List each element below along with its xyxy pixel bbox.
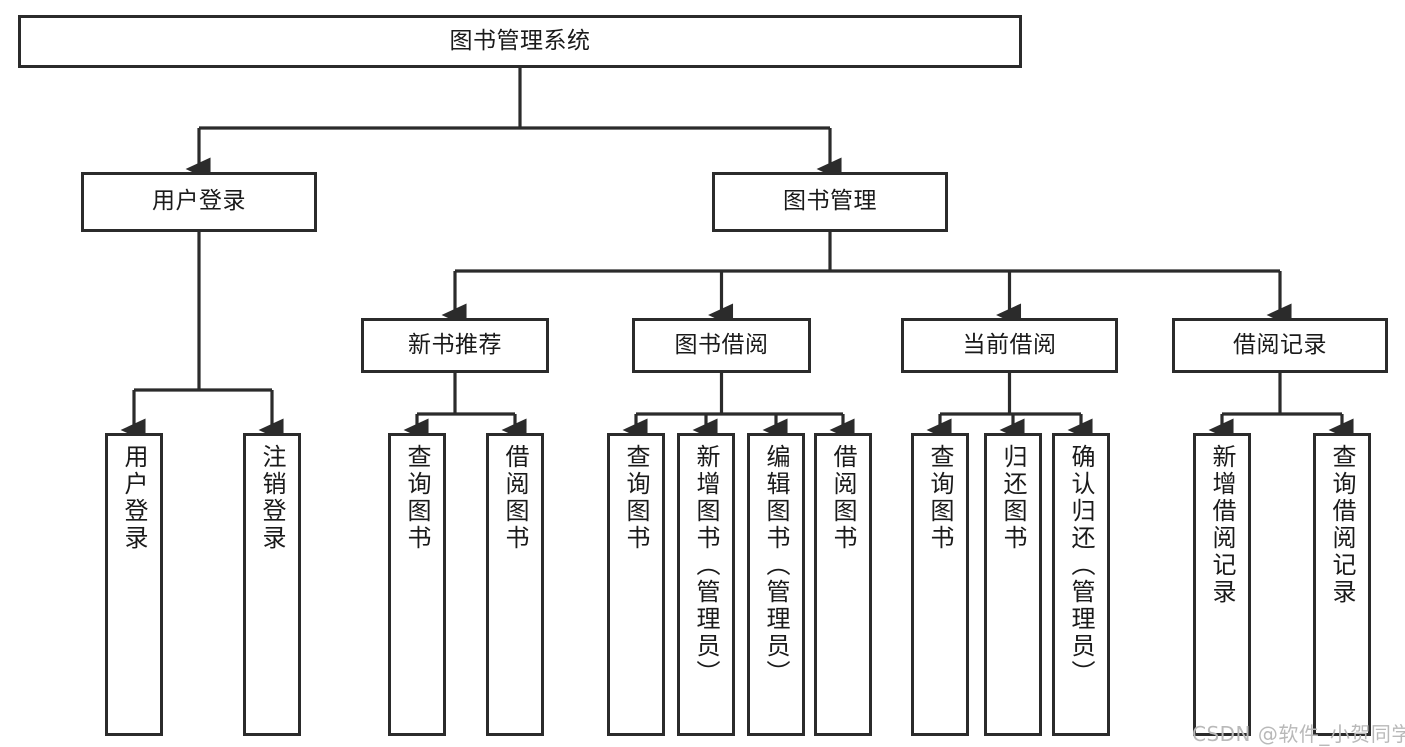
node-root[interactable]: 图书管理系统: [18, 15, 1022, 68]
node-leaf-borrow-book-1[interactable]: 借阅图书: [486, 433, 544, 736]
node-label: 借阅记录: [1233, 331, 1327, 358]
node-user-login[interactable]: 用户登录: [81, 172, 317, 232]
node-leaf-query-book-1[interactable]: 查询图书: [388, 433, 446, 736]
node-leaf-confirm-return[interactable]: 确认归还（管理员）: [1052, 433, 1110, 736]
node-label: 查询图书: [926, 444, 954, 552]
node-label: 借阅图书: [501, 444, 529, 552]
node-label: 借阅图书: [829, 444, 857, 552]
node-leaf-borrow-book-2[interactable]: 借阅图书: [814, 433, 872, 736]
node-label: 编辑图书（管理员）: [762, 444, 790, 687]
node-leaf-return-book[interactable]: 归还图书: [984, 433, 1042, 736]
watermark-text: CSDN @软件_小贺同学: [1192, 722, 1405, 746]
node-label: 查询借阅记录: [1328, 444, 1356, 606]
node-leaf-user-login[interactable]: 用户登录: [105, 433, 163, 736]
node-leaf-user-logout[interactable]: 注销登录: [243, 433, 301, 736]
node-book-borrow[interactable]: 图书借阅: [632, 318, 811, 373]
node-current-borrow[interactable]: 当前借阅: [901, 318, 1118, 373]
node-label: 新书推荐: [408, 331, 502, 358]
node-label: 注销登录: [258, 444, 286, 552]
node-label: 当前借阅: [962, 331, 1057, 358]
node-leaf-query-record[interactable]: 查询借阅记录: [1313, 433, 1371, 736]
node-label: 用户登录: [152, 188, 246, 215]
connector-paths: [120, 68, 1354, 442]
node-label: 查询图书: [622, 444, 650, 552]
node-label: 用户登录: [120, 444, 148, 552]
node-new-book-recommend[interactable]: 新书推荐: [361, 318, 549, 373]
node-leaf-add-record[interactable]: 新增借阅记录: [1193, 433, 1251, 736]
node-label: 图书管理系统: [449, 27, 591, 54]
node-label: 新增图书（管理员）: [692, 444, 720, 687]
node-label: 确认归还（管理员）: [1067, 444, 1095, 687]
node-leaf-query-book-3[interactable]: 查询图书: [911, 433, 969, 736]
node-label: 查询图书: [403, 444, 431, 552]
node-label: 图书管理: [783, 188, 877, 215]
node-leaf-edit-book[interactable]: 编辑图书（管理员）: [747, 433, 805, 736]
node-borrow-record[interactable]: 借阅记录: [1172, 318, 1388, 373]
node-label: 新增借阅记录: [1208, 444, 1236, 606]
node-label: 图书借阅: [674, 331, 769, 358]
node-leaf-add-book[interactable]: 新增图书（管理员）: [677, 433, 735, 736]
node-leaf-query-book-2[interactable]: 查询图书: [607, 433, 665, 736]
node-book-manage[interactable]: 图书管理: [712, 172, 948, 232]
node-label: 归还图书: [999, 444, 1027, 552]
